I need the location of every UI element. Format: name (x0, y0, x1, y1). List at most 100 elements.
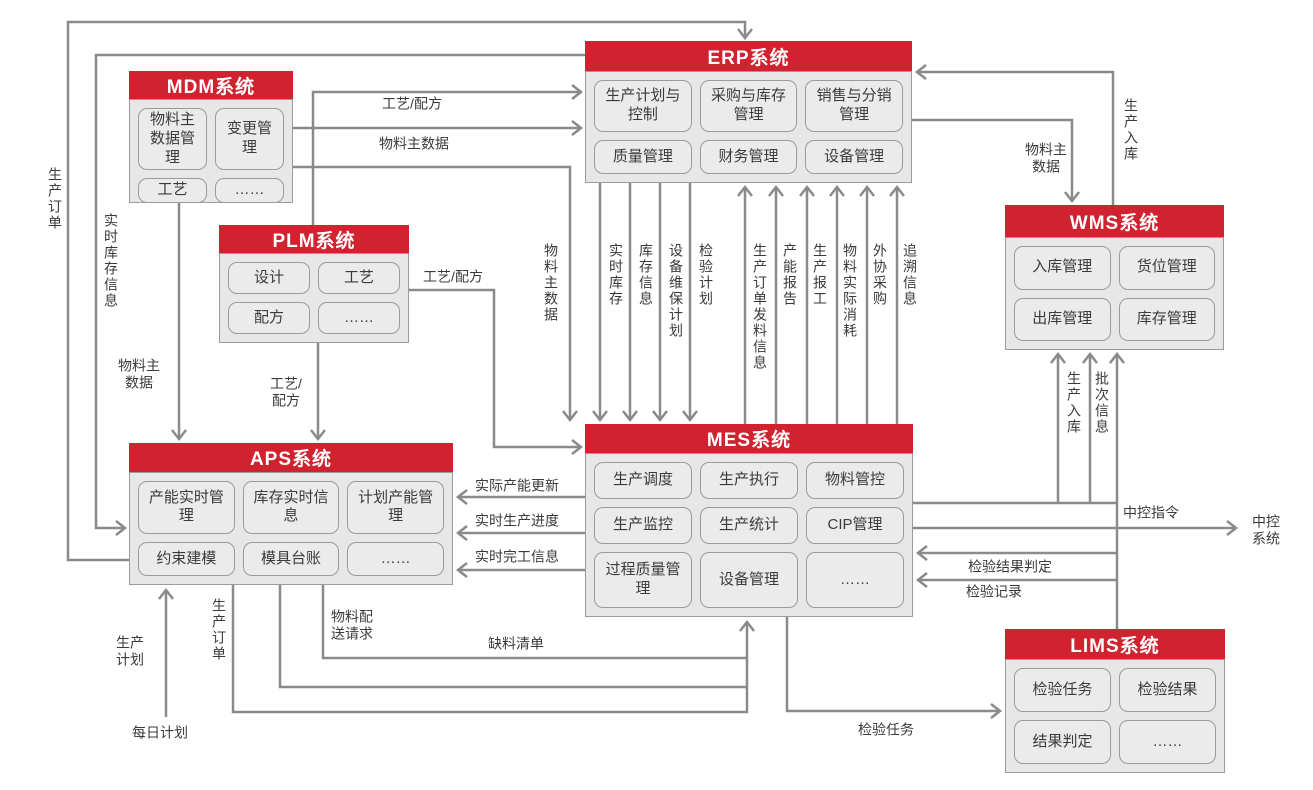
connector-plm-to-mes-process-recipe (409, 288, 584, 455)
mdm-module-0: 物料主数据管理 (138, 108, 207, 171)
mes-module-3: 生产监控 (594, 507, 692, 545)
edge-label-production-inbound-right: 生产入库 (1123, 98, 1139, 162)
connector-mes-to-lims-inspection-task (785, 617, 1003, 719)
edge-label-production-report: 生产报工 (812, 243, 828, 307)
erp-module-area: 生产计划与控制采购与库存管理销售与分销管理质量管理财务管理设备管理 (585, 71, 912, 183)
wms-module-0: 入库管理 (1014, 246, 1111, 290)
edge-label-dcs-command: 中控指令 (1123, 504, 1179, 521)
edge-label-result-judgement: 检验结果判定 (968, 558, 1052, 575)
plm-header-title: PLM系统 (219, 225, 409, 253)
lims-header-title: LIMS系统 (1005, 629, 1225, 659)
plm-module-0: 设计 (228, 262, 310, 294)
wms-module-1: 货位管理 (1118, 246, 1215, 290)
aps-module-4: 模具台账 (242, 541, 340, 576)
connector-erp-to-aps-realtime-inventory (94, 53, 585, 536)
lims-module-1: 检验结果 (1119, 668, 1216, 712)
wms-module-2: 出库管理 (1014, 297, 1111, 341)
mes-module-5: CIP管理 (806, 507, 904, 545)
edge-label-daily-plan: 每日计划 (132, 724, 188, 741)
mes-header-title: MES系统 (585, 424, 913, 453)
edge-label-production-inbound-wms: 生产入库 (1066, 371, 1082, 435)
lims-module-2: 结果判定 (1014, 720, 1111, 764)
mes-module-8: …… (806, 552, 904, 608)
erp-module-1: 采购与库存管理 (699, 80, 798, 133)
edge-label-order-issue-info: 生产订单发料信息 (752, 243, 768, 371)
connector-aps-to-erp-production-order (66, 20, 753, 562)
connector-plm-to-erp-process-recipe (311, 84, 584, 225)
wms-header-title: WMS系统 (1005, 205, 1224, 237)
system-aps: APS系统产能实时管理库存实时信息计划产能管理约束建模模具台账…… (129, 443, 453, 585)
system-mdm: MDM系统物料主数据管理变更管理工艺 …… (129, 71, 293, 203)
edge-label-inspection-task: 检验任务 (858, 721, 914, 738)
lims-module-area: 检验任务检验结果结果判定…… (1005, 659, 1225, 773)
edge-label-outsourcing-purchase: 外协采购 (872, 243, 888, 307)
edge-label-capacity-report: 产能报告 (782, 243, 798, 307)
edge-label-inspection-record: 检验记录 (966, 583, 1022, 600)
connector-aps-to-mes-production-order (231, 585, 755, 714)
mdm-module-1: 变更管理 (215, 108, 284, 171)
edge-label-material-master-top: 物料主数据 (379, 135, 449, 152)
edge-label-production-plan: 生产 计划 (116, 634, 144, 667)
edge-label-production-order-left: 生产订单 (47, 167, 63, 231)
plm-module-1: 工艺 (318, 262, 400, 294)
plm-module-2: 配方 (228, 302, 310, 334)
mes-module-1: 生产执行 (700, 462, 798, 500)
erp-module-4: 财务管理 (699, 140, 798, 174)
edge-label-material-delivery-request: 物料配 送请求 (331, 608, 373, 641)
aps-module-1: 库存实时信息 (242, 481, 340, 534)
lims-module-3: …… (1119, 720, 1216, 764)
system-plm: PLM系统设计工艺配方…… (219, 225, 409, 343)
connector-wms-to-erp-production-inbound (914, 64, 1115, 205)
mdm-module-2: 工艺 (138, 178, 207, 203)
mes-module-0: 生产调度 (594, 462, 692, 500)
aps-module-0: 产能实时管理 (138, 481, 235, 534)
edge-label-inspection-plan: 检验计划 (698, 243, 714, 307)
wms-module-3: 库存管理 (1118, 297, 1215, 341)
lims-module-0: 检验任务 (1014, 668, 1111, 712)
edge-label-realtime-stock: 实时库存 (608, 243, 624, 307)
system-erp: ERP系统生产计划与控制采购与库存管理销售与分销管理质量管理财务管理设备管理 (585, 41, 912, 183)
edge-label-realtime-progress: 实时生产进度 (475, 512, 559, 529)
edge-label-process-recipe-aps: 工艺/ 配方 (270, 375, 302, 408)
edge-label-batch-info: 批次信息 (1094, 371, 1110, 435)
plm-module-area: 设计工艺配方…… (219, 253, 409, 343)
edge-label-actual-capacity-update: 实际产能更新 (475, 477, 559, 494)
erp-module-5: 设备管理 (805, 140, 903, 174)
edge-label-material-master-wms: 物料主 数据 (1025, 141, 1067, 174)
aps-header-title: APS系统 (129, 443, 453, 472)
mdm-module-3: …… (215, 178, 284, 203)
mdm-header-title: MDM系统 (129, 71, 293, 99)
edge-label-equip-maintenance-plan: 设备维保计划 (668, 243, 684, 339)
edge-label-process-recipe-mes: 工艺/配方 (423, 268, 483, 285)
aps-module-area: 产能实时管理库存实时信息计划产能管理约束建模模具台账…… (129, 472, 453, 585)
erp-module-2: 销售与分销管理 (805, 80, 903, 133)
wms-module-area: 入库管理货位管理出库管理库存管理 (1005, 237, 1224, 350)
system-lims: LIMS系统检验任务检验结果结果判定…… (1005, 629, 1225, 773)
mes-module-2: 物料管控 (806, 462, 904, 500)
connector-aps-to-mes-material-delivery (321, 585, 747, 660)
mes-module-7: 设备管理 (700, 552, 798, 608)
mdm-module-area: 物料主数据管理变更管理工艺 …… (129, 99, 293, 203)
aps-module-5: …… (347, 541, 444, 576)
edge-label-trace-info: 追溯信息 (902, 243, 918, 307)
connector-mdm-to-mes-material-master (293, 165, 578, 423)
erp-module-0: 生产计划与控制 (594, 80, 692, 133)
aps-module-3: 约束建模 (138, 541, 235, 576)
mes-module-6: 过程质量管理 (594, 552, 692, 608)
edge-label-realtime-completion: 实时完工信息 (475, 548, 559, 565)
plm-module-3: …… (318, 302, 400, 334)
edge-label-realtime-inventory-info: 实时库存信息 (103, 213, 119, 309)
edge-label-shortage-list: 缺料清单 (488, 635, 544, 652)
connector-aps-to-mes-branch-mid (278, 585, 747, 689)
edge-label-material-master-to-mes: 物料主数据 (543, 243, 559, 323)
connector-erp-to-wms-material-master (912, 118, 1080, 204)
edge-label-material-master-aps: 物料主 数据 (118, 357, 160, 390)
edge-label-dcs-system: 中控 系统 (1252, 513, 1280, 546)
edge-label-process-recipe-top: 工艺/配方 (382, 95, 442, 112)
aps-module-2: 计划产能管理 (347, 481, 444, 534)
mes-module-4: 生产统计 (700, 507, 798, 545)
